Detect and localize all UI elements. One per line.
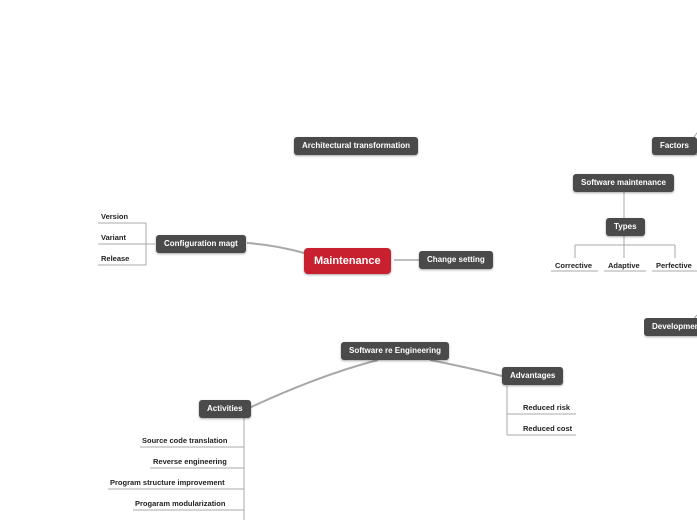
leaf-corrective[interactable]: Corrective	[555, 261, 593, 270]
leaf-source-code-translation[interactable]: Source code translation	[142, 436, 228, 445]
topic-configuration-magt[interactable]: Configuration magt	[156, 235, 246, 253]
central-topic-maintenance[interactable]: Maintenance	[304, 248, 391, 274]
topic-activities[interactable]: Activities	[199, 400, 251, 418]
topic-advantages[interactable]: Advantages	[502, 367, 564, 385]
connector-reeng-advantages	[429, 359, 503, 377]
connector-types-leaves	[574, 236, 676, 258]
leaf-program-structure-improvement[interactable]: Program structure improvement	[110, 478, 225, 487]
topic-software-maintenance[interactable]: Software maintenance	[573, 174, 674, 192]
leaf-adaptive[interactable]: Adaptive	[608, 261, 640, 270]
connector-maint-config	[246, 242, 305, 254]
connector-advantages-leaves	[506, 386, 576, 436]
leaf-reverse-engineering[interactable]: Reverse engineering	[153, 457, 227, 466]
leaf-reduced-risk[interactable]: Reduced risk	[523, 403, 571, 412]
leaf-variant[interactable]: Variant	[101, 233, 127, 242]
leaf-perfective[interactable]: Perfective	[656, 261, 692, 270]
leaf-reduced-cost[interactable]: Reduced cost	[523, 424, 573, 433]
leaf-release[interactable]: Release	[101, 254, 130, 263]
leaf-progaram-modularization[interactable]: Progaram modularization	[135, 499, 226, 508]
topic-factors[interactable]: Factors	[652, 137, 697, 155]
connector-reeng-activities	[248, 359, 379, 409]
connector-config-leaves	[98, 222, 155, 266]
topic-development[interactable]: Development	[644, 318, 697, 336]
leaf-version[interactable]: Version	[101, 212, 129, 221]
topic-software-re-engineering[interactable]: Software re Engineering	[341, 342, 450, 360]
topic-architectural-transformation[interactable]: Architectural transformation	[294, 137, 419, 155]
topic-types[interactable]: Types	[606, 218, 645, 236]
topic-change-setting[interactable]: Change setting	[419, 251, 493, 269]
connector-activities-leaves	[108, 418, 245, 520]
topic-development-clip: Development	[644, 318, 697, 340]
